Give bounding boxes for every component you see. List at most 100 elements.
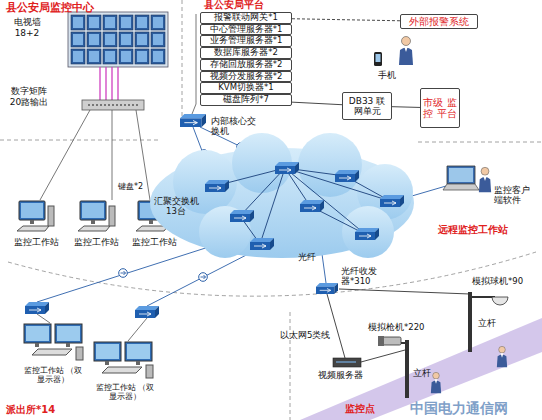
section-title: 监控点 <box>345 403 395 415</box>
pedestrian <box>431 372 441 393</box>
fiber-transceiver <box>316 283 338 294</box>
bullet-camera <box>401 342 405 344</box>
aggregation-switch <box>355 228 379 240</box>
fiber-icon-group <box>199 273 208 282</box>
matrix-output-wire <box>100 67 118 100</box>
dome-camera <box>468 292 472 352</box>
cloud-link <box>240 168 285 216</box>
pedestrian <box>497 346 507 367</box>
device-label: 数字矩阵 20路输出 <box>6 86 52 107</box>
node-text: 中心管理服务器*1 <box>210 25 283 35</box>
dome-camera <box>472 296 495 298</box>
platform-bracket <box>192 14 196 114</box>
node-text: 报警联动网关*1 <box>214 13 278 23</box>
region-divider <box>290 312 291 420</box>
cloud-link <box>215 168 390 244</box>
aggregation-switch <box>205 162 404 250</box>
node-text: 外部报警系统 <box>409 16 469 28</box>
network-cloud <box>298 133 362 197</box>
cloud-link <box>260 168 285 244</box>
cloud-link <box>285 168 390 201</box>
device-label: 监控工作站 <box>128 237 180 247</box>
matrix-output-wire <box>111 67 112 100</box>
server-box: 数据库服务器*2 <box>200 47 292 59</box>
bullet-camera <box>405 340 409 398</box>
alarm-contact <box>376 54 381 62</box>
aggregation-switch <box>250 238 274 250</box>
remote-workstation <box>479 167 491 192</box>
camera-wire <box>361 350 405 362</box>
device-label: 内部核心交换机 <box>211 116 257 136</box>
alarm-contact <box>374 37 413 67</box>
connector-line <box>292 19 400 21</box>
server-box: KVM切换器*1 <box>200 82 292 94</box>
cloud-link <box>285 168 365 234</box>
workstation-wire <box>40 110 90 200</box>
node-text: 业务管理服务器*1 <box>210 36 283 46</box>
aggregation-switch <box>335 170 359 182</box>
node-text: 磁盘阵列*7 <box>223 95 269 105</box>
core-switch <box>180 114 206 127</box>
device-label: 模拟枪机*220 <box>368 322 438 332</box>
video-server <box>333 358 361 367</box>
link-label: 光纤 <box>298 252 324 262</box>
station-switch <box>25 302 159 318</box>
fiber-link <box>37 127 446 306</box>
region-divider <box>0 140 160 141</box>
server-box: 报警联动网关*1 <box>200 12 292 24</box>
bullet-camera <box>378 336 384 346</box>
region-divider <box>8 252 536 296</box>
fiber-icon-group <box>119 269 128 278</box>
platform-bracket <box>196 14 197 104</box>
node-text: 存储回放服务器*2 <box>210 60 283 70</box>
device-label: 监控客户端软件 <box>494 185 532 205</box>
network-unit-box: DB33 联网单元 <box>342 92 392 120</box>
road-band <box>300 318 542 420</box>
bullet-camera <box>378 336 409 398</box>
alarm-contact <box>374 52 382 66</box>
matrix-output-wire <box>117 67 118 100</box>
workstation <box>17 201 173 231</box>
device-label: 立杆 <box>478 318 504 328</box>
watermark: 中国电力通信网 <box>410 400 542 417</box>
device-label: 键盘*2 <box>118 182 158 191</box>
aggregation-switch <box>300 200 324 212</box>
camera-wire <box>327 294 345 358</box>
system-box: 外部报警系统 <box>400 14 478 29</box>
node-text: 视频分发服务器*2 <box>210 72 283 82</box>
server-box: 中心管理服务器*1 <box>200 24 292 36</box>
node-text: 市级 监控 平台 <box>423 97 457 120</box>
device-label: 监控工作站 （双显示器） <box>22 366 84 385</box>
device-label: 电视墙 18+2 <box>10 17 44 38</box>
digital-matrix <box>82 100 144 110</box>
device-label: 视频服务器 <box>318 370 368 380</box>
region-divider <box>182 0 183 120</box>
camera-wire <box>327 289 470 362</box>
dual-monitor-station <box>24 324 83 360</box>
video-wall <box>70 14 166 65</box>
section-title: 县公安局平台 <box>204 0 284 11</box>
device-label: 监控工作站 <box>10 237 62 247</box>
remote-workstation <box>443 184 479 190</box>
video-wall <box>68 12 168 67</box>
device-label: 监控工作站 （双显示器） <box>94 383 156 402</box>
node-text: 数据库服务器*2 <box>214 48 278 58</box>
aggregation-switch <box>275 162 299 174</box>
matrix-output-wire <box>105 67 106 100</box>
network-cloud <box>150 133 414 258</box>
workstation <box>78 201 115 231</box>
fiber-link <box>147 249 258 306</box>
platform-bracket <box>192 104 196 114</box>
alarm-contact <box>399 37 413 66</box>
video-server <box>336 362 356 363</box>
section-title: 远程监控工作站 <box>438 224 538 236</box>
server-box: 业务管理服务器*1 <box>200 35 292 47</box>
section-title: 派出所*14 <box>6 404 76 416</box>
device-label: 光纤收发器*310 <box>341 266 381 286</box>
aggregation-switch <box>380 195 404 207</box>
video-server <box>333 358 361 367</box>
digital-matrix <box>88 104 138 106</box>
aggregation-switch <box>205 180 229 192</box>
